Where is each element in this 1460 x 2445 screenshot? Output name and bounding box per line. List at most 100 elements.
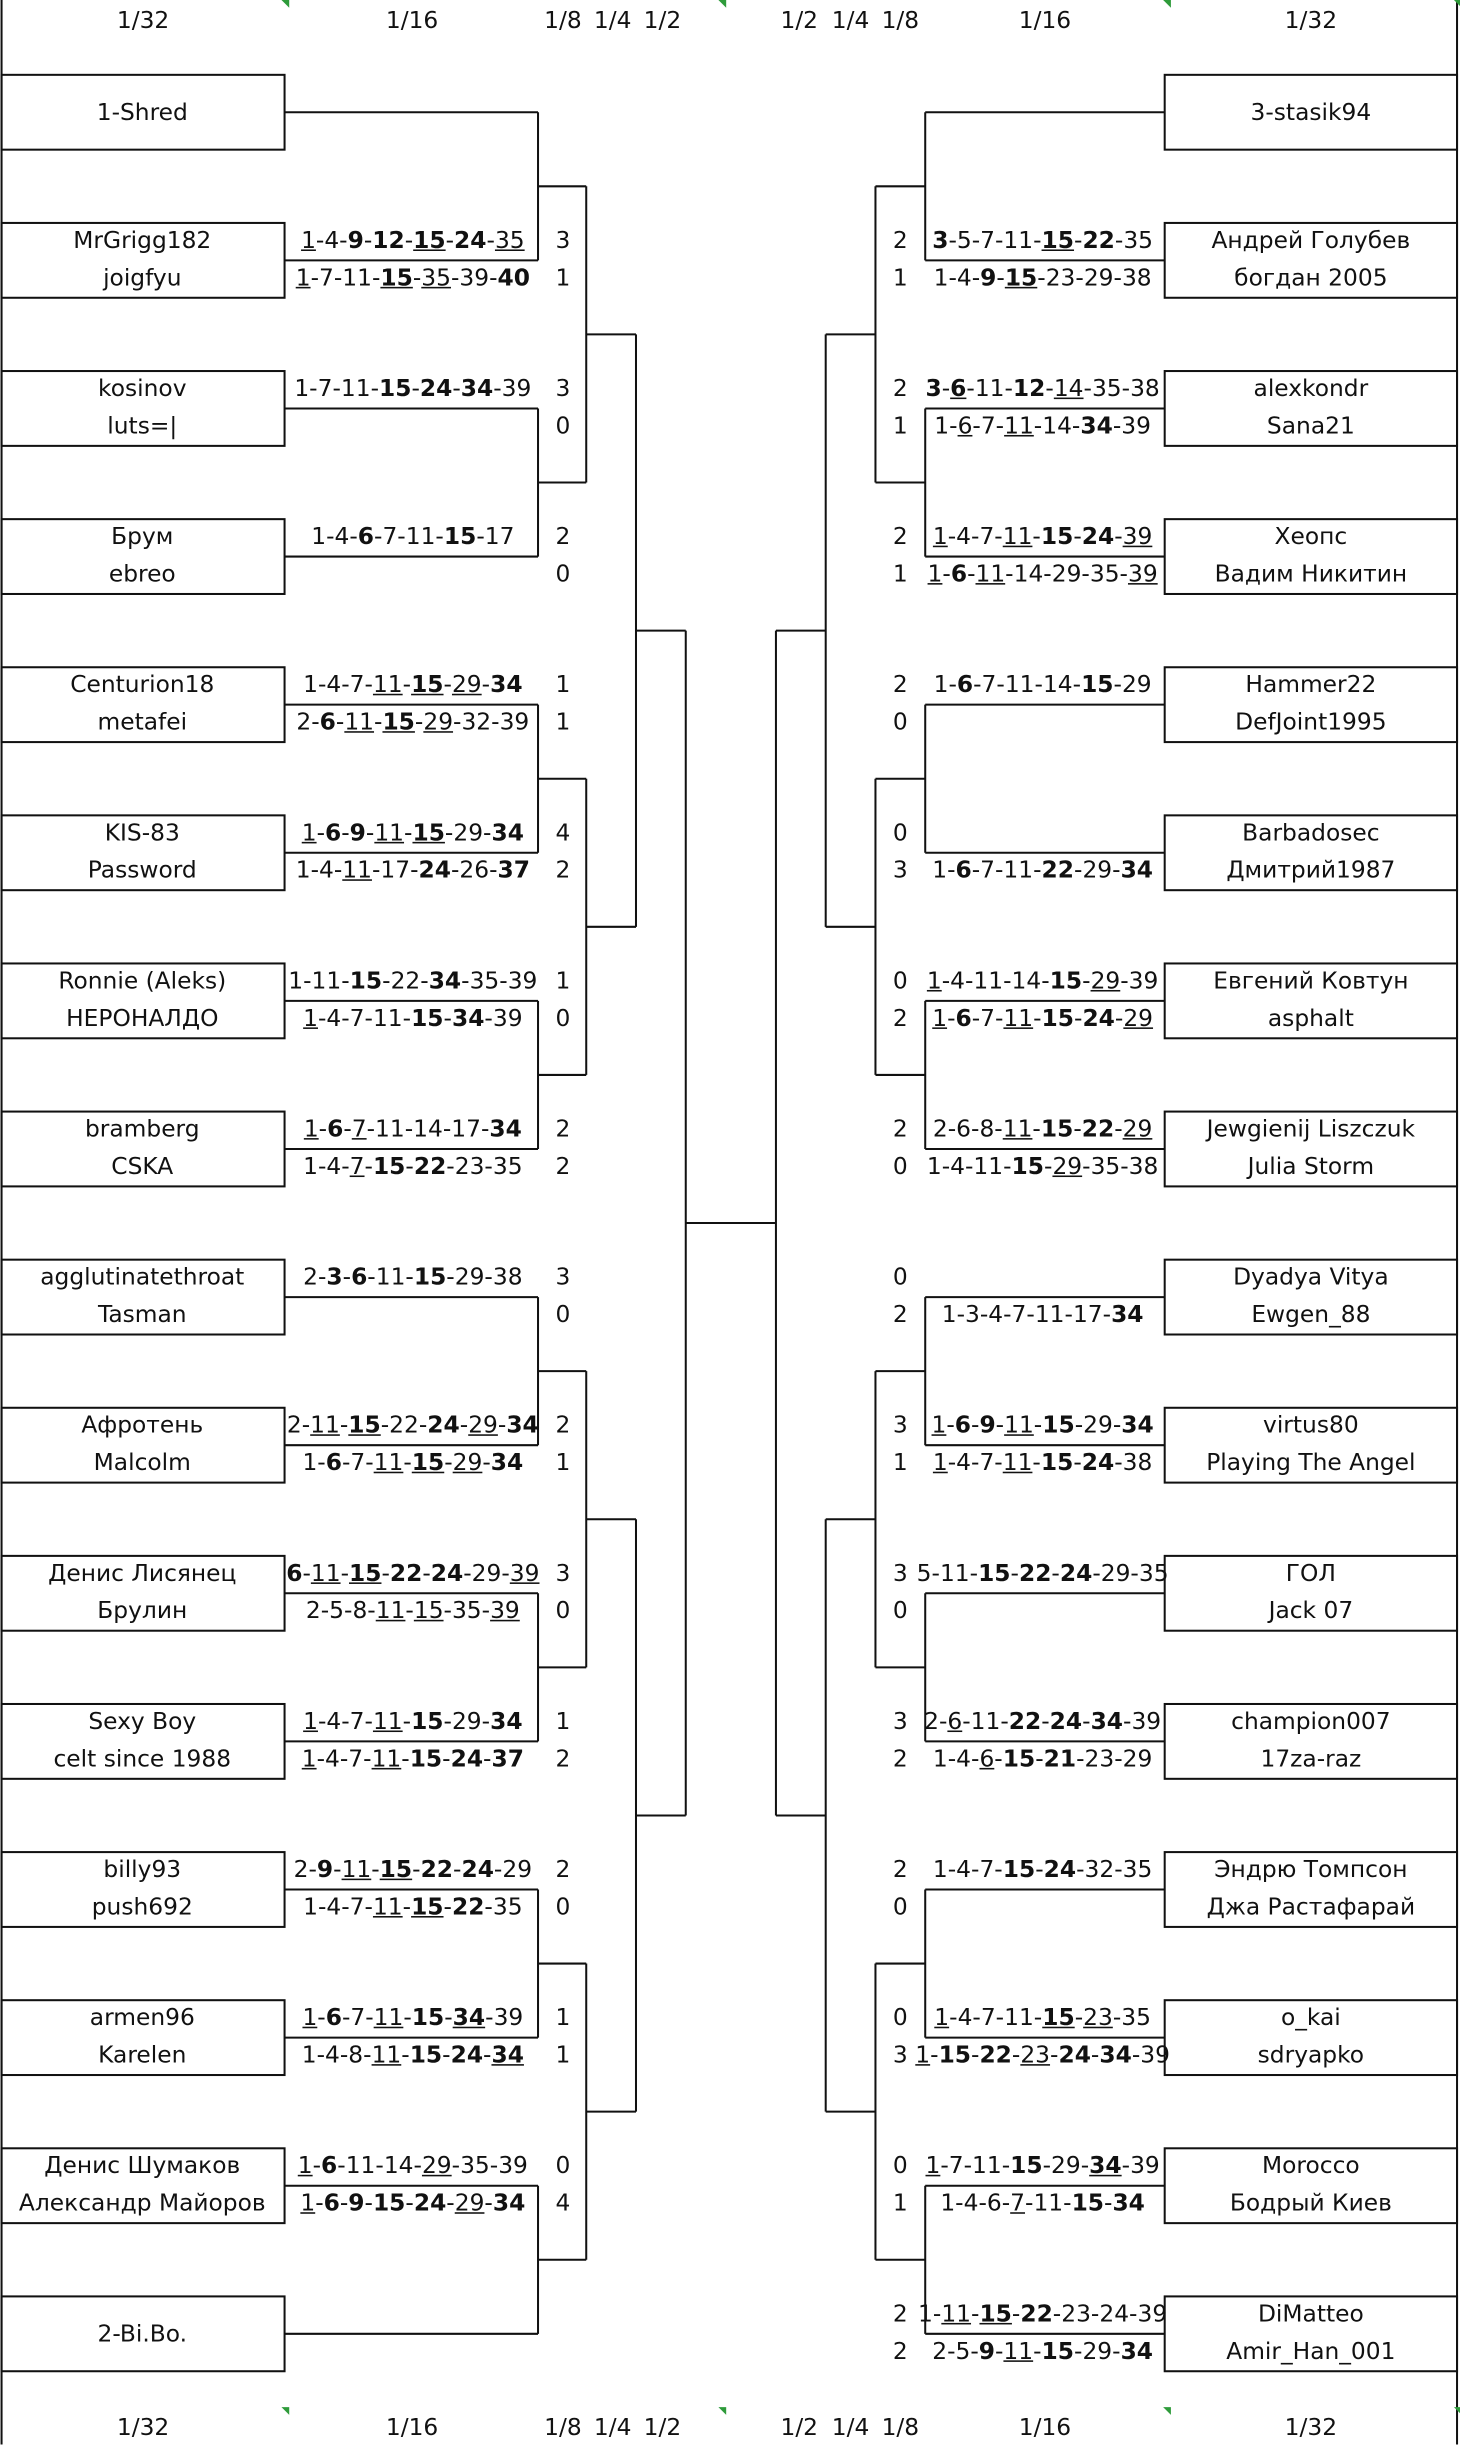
player-name: Брум xyxy=(111,522,174,551)
match-score: 2 xyxy=(892,374,908,403)
match-score: 0 xyxy=(892,1892,908,1921)
number-combo: 1-4-7-11-15-24-38 xyxy=(932,1448,1153,1477)
player-name: joigfyu xyxy=(103,263,182,292)
player-name: 17za-raz xyxy=(1260,1744,1362,1773)
number-combo: 2-5-8-11-15-35-39 xyxy=(305,1596,520,1625)
number-combo: 1-4-6-15-21-23-29 xyxy=(932,1744,1153,1773)
number-combo: 1-4-8-11-15-24-34 xyxy=(301,2040,524,2069)
match-score: 0 xyxy=(555,559,571,588)
number-combo: 1-4-6-7-11-15-17 xyxy=(311,522,515,551)
match-score: 0 xyxy=(892,1596,908,1625)
match-score: 3 xyxy=(555,374,571,403)
player-name: KIS-83 xyxy=(104,818,180,847)
match-score: 2 xyxy=(892,1300,908,1329)
number-combo: 1-4-11-17-24-26-37 xyxy=(295,855,530,884)
number-combo: 1-6-7-11-14-17-34 xyxy=(303,1114,522,1143)
player-name: virtus80 xyxy=(1263,1410,1359,1439)
match-score: 2 xyxy=(892,1744,908,1773)
match-score: 3 xyxy=(555,1559,571,1588)
player-name: armen96 xyxy=(89,2003,195,2032)
match-score: 2 xyxy=(555,855,571,884)
number-combo: 1-4-7-15-22-23-35 xyxy=(303,1152,523,1181)
match-score: 3 xyxy=(892,1410,908,1439)
player-name: Евгений Ковтун xyxy=(1213,966,1409,995)
match-score: 3 xyxy=(555,226,571,255)
number-combo: 2-9-11-15-22-24-29 xyxy=(293,1855,533,1884)
match-score: 2 xyxy=(555,1410,571,1439)
match-score: 0 xyxy=(892,707,908,736)
player-name: Денис Лисянец xyxy=(48,1559,237,1588)
match-score: 4 xyxy=(555,818,571,847)
round-header-left-top: 1/4 xyxy=(593,6,632,35)
player-name: o_kai xyxy=(1280,2003,1341,2032)
player-name: Дмитрий1987 xyxy=(1226,855,1396,884)
match-score: 3 xyxy=(892,1707,908,1736)
match-score: 2 xyxy=(555,1855,571,1884)
number-combo: 1-6-7-11-15-34-39 xyxy=(302,2003,524,2032)
player-name: champion007 xyxy=(1231,1707,1391,1736)
number-combo: 1-6-11-14-29-35-39 xyxy=(927,559,1158,588)
number-combo: 1-4-7-11-15-34-39 xyxy=(303,1003,523,1033)
match-score: 0 xyxy=(892,818,908,847)
number-combo: 1-6-7-11-15-29-34 xyxy=(302,1448,524,1477)
player-name: ГОЛ xyxy=(1285,1559,1336,1588)
match-score: 1 xyxy=(555,1707,571,1736)
number-combo: 1-4-11-14-15-29-39 xyxy=(926,966,1159,995)
player-name: Джа Растафарай xyxy=(1206,1892,1416,1921)
match-score: 1 xyxy=(555,670,571,699)
number-combo: 3-5-7-11-15-22-35 xyxy=(932,226,1154,255)
cell-marker xyxy=(1453,0,1460,8)
match-score: 0 xyxy=(555,1003,571,1033)
number-combo: 1-6-7-11-14-15-29 xyxy=(933,670,1152,699)
match-score: 2 xyxy=(892,226,908,255)
match-score: 1 xyxy=(555,707,571,736)
match-score: 1 xyxy=(555,263,571,292)
player-name: asphalt xyxy=(1267,1003,1354,1033)
round-header-left-top: 1/2 xyxy=(643,6,682,35)
number-combo: 1-15-22-23-24-34-39 xyxy=(915,2040,1170,2069)
player-name: alexkondr xyxy=(1253,374,1369,403)
number-combo: 1-6-7-11-22-29-34 xyxy=(932,855,1154,884)
number-combo: 1-6-9-15-24-29-34 xyxy=(300,2188,526,2217)
match-score: 1 xyxy=(555,2040,571,2069)
number-combo: 2-5-9-11-15-29-34 xyxy=(932,2336,1154,2366)
player-name: metafei xyxy=(97,707,188,736)
player-name: bramberg xyxy=(84,1114,200,1143)
player-name: Sana21 xyxy=(1266,411,1355,440)
player-name: Dyadya Vitya xyxy=(1233,1262,1389,1291)
player-name: НЕРОНАЛДО xyxy=(66,1003,219,1033)
match-score: 2 xyxy=(892,2336,908,2366)
cell-marker xyxy=(1163,2407,1171,2415)
number-combo: 1-6-11-14-29-35-39 xyxy=(297,2151,528,2180)
player-name: Julia Storm xyxy=(1247,1152,1375,1181)
number-combo: 1-7-11-15-35-39-40 xyxy=(295,263,530,292)
player-name: MrGrigg182 xyxy=(73,226,212,255)
match-score: 2 xyxy=(892,670,908,699)
number-combo: 1-11-15-22-23-24-39 xyxy=(918,2299,1168,2328)
round-header-left-top: 1/8 xyxy=(544,6,582,35)
round-header-right-top: 1/8 xyxy=(881,6,920,35)
match-score: 2 xyxy=(555,1114,571,1143)
number-combo: 1-6-7-11-14-34-39 xyxy=(934,411,1151,440)
player-name: DefJoint1995 xyxy=(1235,707,1387,736)
cell-marker xyxy=(718,2407,727,2415)
player-name: Афротень xyxy=(81,1410,204,1439)
number-combo: 1-4-7-11-15-24-39 xyxy=(932,522,1153,551)
match-score: 0 xyxy=(555,1596,571,1625)
player-name: Вадим Никитин xyxy=(1214,559,1408,588)
player-name: Ronnie (Aleks) xyxy=(58,966,227,995)
round-header-right-bottom: 1/4 xyxy=(831,2413,870,2442)
player-name: 2-Bi.Bo. xyxy=(97,2319,188,2348)
match-score: 1 xyxy=(892,1448,908,1477)
match-score: 0 xyxy=(892,966,908,995)
match-score: 0 xyxy=(555,1892,571,1921)
match-score: 0 xyxy=(892,2003,908,2032)
number-combo: 1-4-11-15-29-35-38 xyxy=(926,1152,1159,1181)
match-score: 3 xyxy=(892,2040,908,2069)
number-combo: 6-11-15-22-24-29-39 xyxy=(286,1559,540,1588)
player-name: Александр Майоров xyxy=(18,2188,266,2217)
player-name: DiMatteo xyxy=(1257,2299,1364,2328)
player-name: Karelen xyxy=(98,2040,187,2069)
number-combo: 1-7-11-15-29-34-39 xyxy=(925,2151,1160,2180)
